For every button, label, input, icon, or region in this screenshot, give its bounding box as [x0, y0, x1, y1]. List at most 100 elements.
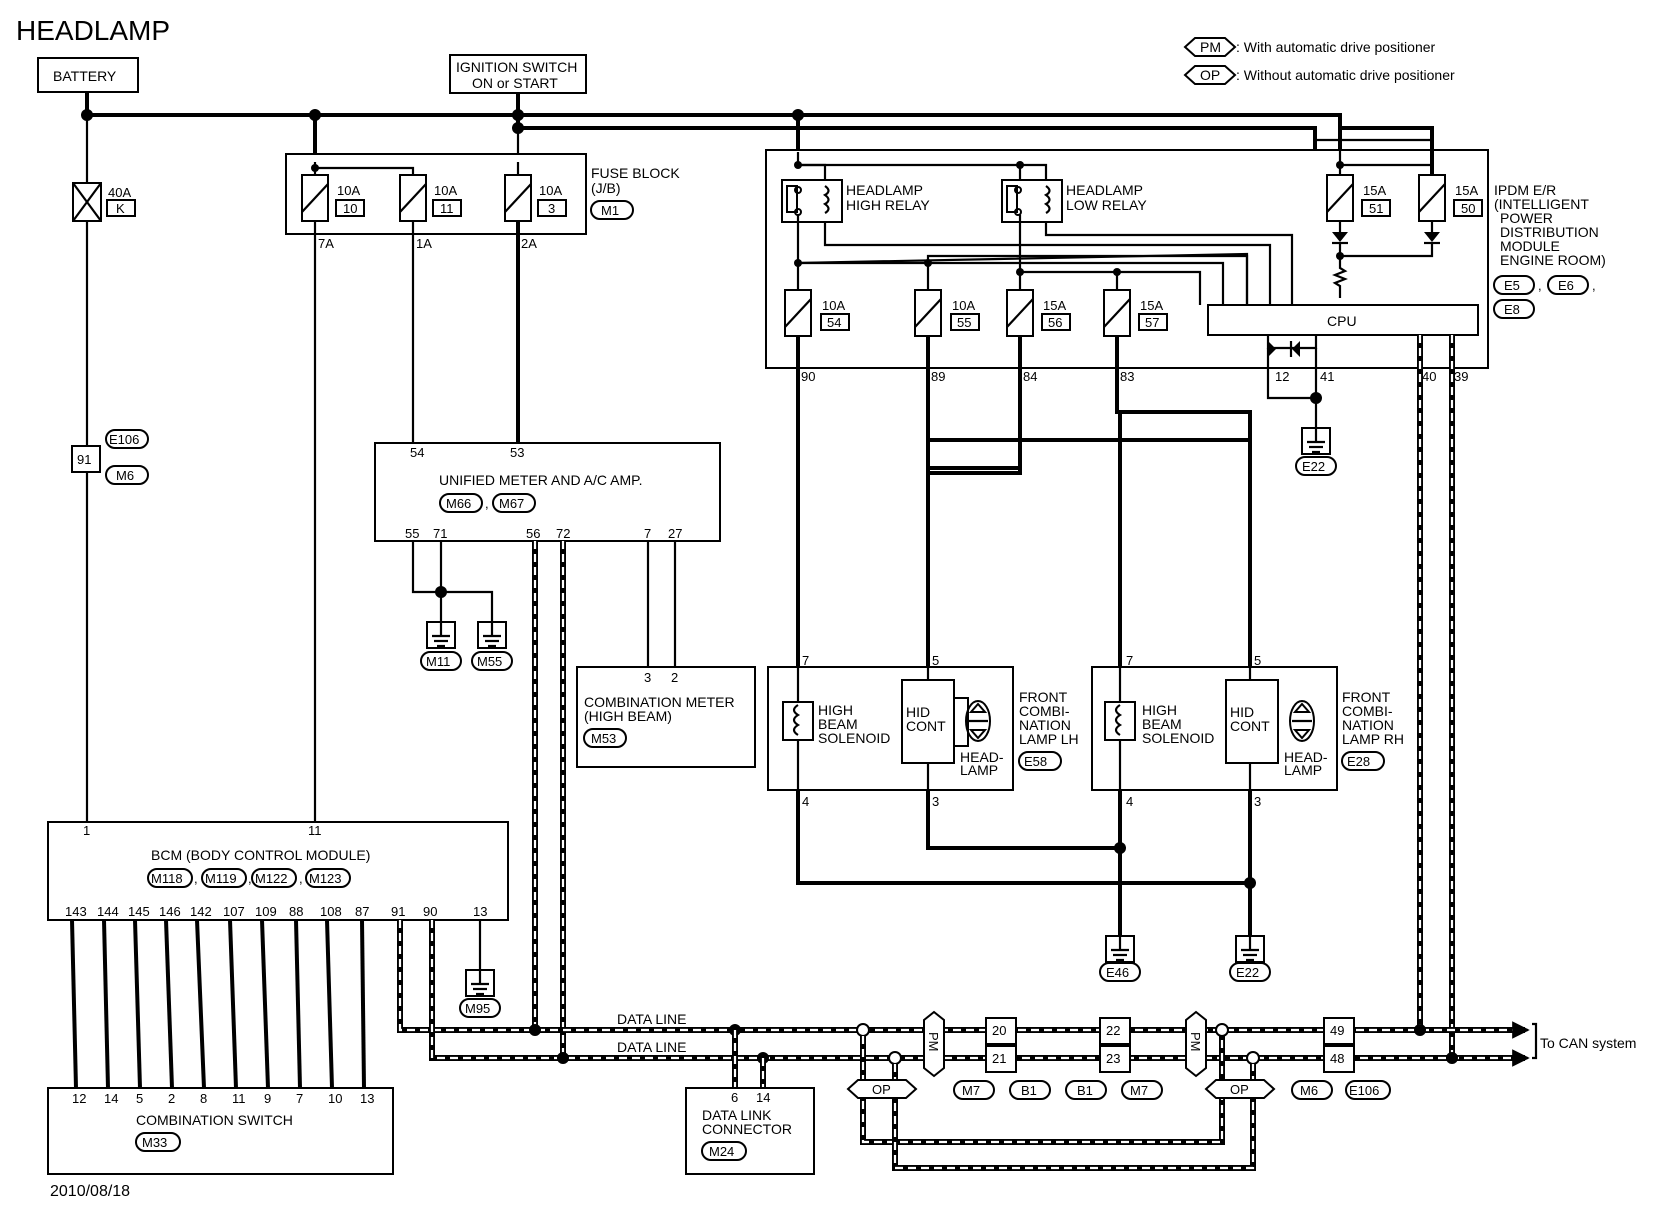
ipdm-sep-1: ,: [1538, 278, 1542, 293]
mid-fuse-55-id: 55: [957, 315, 971, 330]
bcm-bottom-pin: 107: [223, 904, 245, 919]
lh-hid-2: CONT: [906, 718, 946, 734]
op-tag-2: OP: [1204, 1079, 1276, 1099]
combination-switch-pin: 8: [200, 1091, 207, 1106]
fuse-block-term-2a: 2A: [521, 236, 537, 251]
low-relay-label-1: HEADLAMP: [1066, 182, 1143, 198]
joint-connector-91: 91 E106 M6: [71, 429, 149, 485]
bcm-switch-wire: [294, 919, 302, 1089]
fuse-block: 10A 10 10A 11 10A 3 FUSE BLOCK (J/B) M1 …: [285, 153, 680, 251]
pm-tag-1-text: PM: [926, 1032, 941, 1052]
bcm-sep-3: ,: [299, 871, 303, 886]
lh-hid-1: HID: [906, 704, 930, 720]
ipdm-term-83: 83: [1120, 369, 1134, 384]
bcm-switch-wire: [325, 919, 334, 1089]
rh-head-2: LAMP: [1284, 762, 1322, 778]
battery-label: BATTERY: [53, 68, 117, 84]
lh-label-3: NATION: [1019, 717, 1071, 733]
joint-conn-b1-1: B1: [1021, 1083, 1037, 1098]
combination-switch-pin: 11: [232, 1091, 246, 1106]
joint-c-bottom: 48: [1330, 1051, 1344, 1066]
fuse-3-id: 3: [548, 201, 555, 216]
bcm-pin-11: 11: [308, 823, 322, 838]
bcm-bottom-pin: 87: [355, 904, 369, 919]
dlc-label-2: CONNECTOR: [702, 1121, 792, 1137]
bcm-switch-wire: [195, 919, 206, 1089]
bcm-bottom-pin: 142: [190, 904, 212, 919]
ipdm-term-90: 90: [801, 369, 815, 384]
um-pin-7: 7: [644, 526, 651, 541]
legend-pm-text: : With automatic drive positioner: [1236, 39, 1436, 55]
mid-fuse-57-id: 57: [1145, 315, 1159, 330]
mid-fuse-56-rating: 15A: [1043, 298, 1066, 313]
ignition-label-2: ON or START: [472, 75, 558, 91]
fuse-10-rating: 10A: [337, 183, 360, 198]
joint-conn-m6: M6: [1300, 1083, 1318, 1098]
bcm-label: BCM (BODY CONTROL MODULE): [151, 847, 370, 863]
headlamp-low-relay: HEADLAMP LOW RELAY: [1001, 179, 1147, 223]
fuse-block-term-1a: 1A: [416, 236, 432, 251]
bcm-bottom-pin: 143: [65, 904, 87, 919]
lh-pin-3: 3: [932, 794, 939, 809]
legend-pm-code: PM: [1200, 39, 1221, 55]
dlc-pin-6: 6: [731, 1090, 738, 1105]
bcm-conn-m123: M123: [309, 871, 342, 886]
cpu-label: CPU: [1327, 313, 1357, 329]
legend-op-code: OP: [1200, 67, 1220, 83]
sw-label: COMBINATION SWITCH: [136, 1112, 293, 1128]
joint-b-top: 22: [1106, 1023, 1120, 1038]
bcm-switch-wire: [70, 919, 78, 1089]
bcm-bottom-pin: 145: [128, 904, 150, 919]
data-link-connector: 6 14 DATA LINK CONNECTOR M24: [685, 1087, 815, 1175]
rh-pin-7: 7: [1126, 653, 1133, 668]
fuse-11-rating: 10A: [434, 183, 457, 198]
rh-label-4: LAMP RH: [1342, 731, 1404, 747]
bcm-bottom-pin: 88: [289, 904, 303, 919]
fuse-40a-rating: 40A: [108, 185, 131, 200]
lh-head-1: HEAD-: [960, 749, 1004, 765]
pm-tag-1: PM: [923, 1010, 945, 1078]
fuse-block-label-1: FUSE BLOCK: [591, 165, 680, 181]
mid-fuse-56-id: 56: [1048, 315, 1062, 330]
joint-conn-m7-1: M7: [962, 1083, 980, 1098]
rh-pin-5: 5: [1254, 653, 1261, 668]
top-fuse-51-id: 51: [1369, 201, 1383, 216]
joint-connector-20-21: 20 21: [985, 1017, 1017, 1073]
ground-m11: M11: [420, 621, 462, 671]
ground-e46-label: E46: [1106, 965, 1129, 980]
combination-switch-pin: 9: [264, 1091, 271, 1106]
joint-c-top: 49: [1330, 1023, 1344, 1038]
unified-meter: 54 53 UNIFIED METER AND A/C AMP. M66 , M…: [374, 442, 721, 542]
bcm-switch-wire: [164, 919, 174, 1089]
ignition-switch-box: IGNITION SWITCH ON or START: [449, 54, 587, 94]
lh-solenoid-2: BEAM: [818, 716, 858, 732]
fuse-3-rating: 10A: [539, 183, 562, 198]
fuse-40a-id: K: [116, 201, 125, 216]
combination-switch-pin: 5: [136, 1091, 143, 1106]
combination-switch-pin: 14: [104, 1091, 118, 1106]
ipdm-label-1: IPDM E/R: [1494, 182, 1556, 198]
ground-m95: M95: [459, 969, 501, 1018]
ipdm-label-6: ENGINE ROOM): [1500, 252, 1606, 268]
combination-meter: 3 2 COMBINATION METER (HIGH BEAM) M53: [576, 666, 756, 768]
pm-tag-2-text: PM: [1188, 1032, 1203, 1052]
fuse-block-conn: M1: [601, 203, 619, 218]
can-system-text: To CAN system: [1540, 1035, 1636, 1051]
legend: PM : With automatic drive positioner OP …: [1183, 37, 1455, 85]
bcm-sep-2: ,: [248, 871, 252, 886]
joint-conn-b1-2: B1: [1077, 1083, 1093, 1098]
bcm-switch-wire: [360, 919, 366, 1089]
bcm-pin-1: 1: [83, 823, 90, 838]
ipdm-term-12: 12: [1275, 369, 1289, 384]
bcm-switch-wire: [133, 919, 142, 1089]
ipdm-term-40: 40: [1422, 369, 1436, 384]
joint-conn-1: E106: [109, 432, 139, 447]
rh-pin-4: 4: [1126, 794, 1133, 809]
joint-a-top: 20: [992, 1023, 1006, 1038]
pm-tag-2: PM: [1185, 1010, 1207, 1078]
rh-hid-1: HID: [1230, 704, 1254, 720]
mid-fuse-57-rating: 15A: [1140, 298, 1163, 313]
headlamp-high-relay: HEADLAMP HIGH RELAY: [781, 152, 930, 223]
dlc-pin-14: 14: [756, 1090, 770, 1105]
